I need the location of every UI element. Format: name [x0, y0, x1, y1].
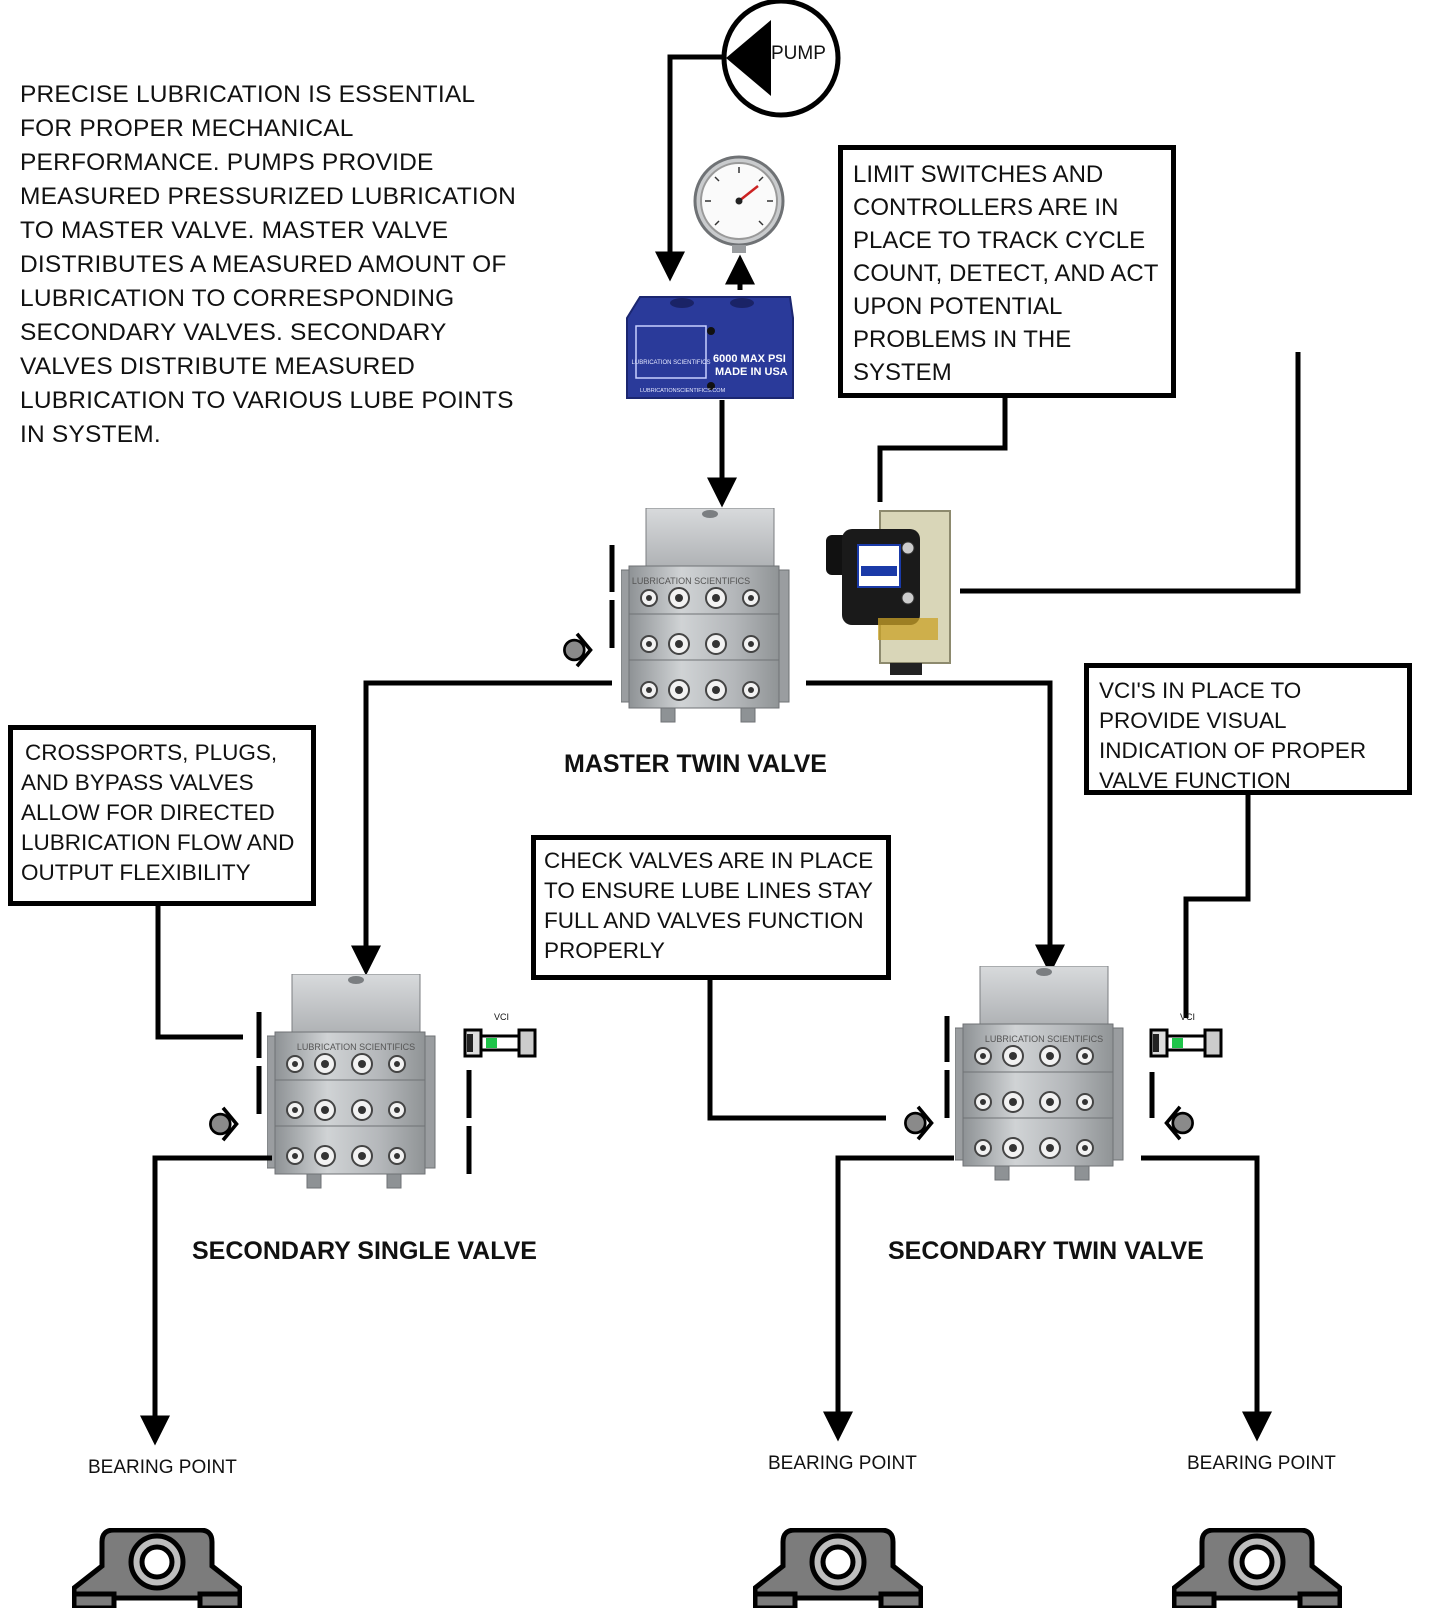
pump-lines	[655, 54, 755, 508]
pressure-gauge-icon	[693, 155, 785, 253]
pump-symbol: PUMP	[721, 0, 841, 118]
secondary-single-valve	[267, 974, 436, 1189]
pump-block-logo-text: LUBRICATION SCIENTIFICS	[632, 360, 711, 366]
secondary-twin-bars	[944, 1016, 1155, 1118]
secondary-twin-check-valve-left-icon	[903, 1105, 934, 1141]
bearing-point-icon-1	[74, 1530, 240, 1608]
check-valve-callout-line	[707, 977, 886, 1121]
pump-to-block-line	[655, 54, 725, 282]
master-output-lines	[351, 680, 1065, 976]
secondary-twin-to-bearing-right-line	[1141, 1155, 1272, 1442]
pump-block: LUBRICATION SCIENTIFICS 6000 MAX PSI MAD…	[626, 296, 794, 399]
limit-switch-lines	[877, 352, 1301, 594]
secondary-single-engraving: LUBRICATION SCIENTIFICS	[297, 1042, 415, 1052]
master-to-secondary-twin-line	[806, 680, 1065, 975]
master-check-valve-icon	[562, 632, 593, 668]
vci-callout: VCI'S IN PLACE TO PROVIDE VISUAL INDICAT…	[1084, 663, 1412, 795]
pump-label: PUMP	[771, 43, 826, 64]
secondary-single-to-bearing-line	[140, 1155, 272, 1446]
pump-block-logo	[635, 325, 707, 379]
check-valve-callout-text: CHECK VALVES ARE IN PLACE TO ENSURE LUBE…	[544, 848, 874, 963]
secondary-single-check-valve-icon	[208, 1106, 239, 1142]
master-to-secondary-single-line	[351, 680, 612, 976]
bearing-point-icon-2	[755, 1530, 921, 1608]
secondary-single-vci-tag: VCI	[494, 1012, 509, 1022]
intro-paragraph: PRECISE LUBRICATION IS ESSENTIAL FOR PRO…	[20, 81, 517, 448]
crossports-callout: CROSSPORTS, PLUGS, AND BYPASS VALVES ALL…	[8, 725, 316, 906]
vci-callout-line	[1183, 792, 1251, 1018]
limit-switch-icon	[826, 510, 951, 675]
check-valve-callout: CHECK VALVES ARE IN PLACE TO ENSURE LUBE…	[531, 835, 891, 980]
secondary-twin-check-valve-right-icon	[1164, 1105, 1195, 1141]
limit-switch-callout-text: LIMIT SWITCHES AND CONTROLLERS ARE IN PL…	[853, 161, 1158, 386]
bearing-point-icon-3	[1174, 1530, 1340, 1608]
master-valve-engraving: LUBRICATION SCIENTIFICS	[632, 576, 750, 586]
secondary-twin-engraving: LUBRICATION SCIENTIFICS	[985, 1034, 1103, 1044]
secondary-twin-valve	[955, 966, 1124, 1181]
vci-callout-text: VCI'S IN PLACE TO PROVIDE VISUAL INDICAT…	[1099, 678, 1367, 793]
secondary-twin-vci-icon	[1149, 1028, 1223, 1058]
secondary-twin-vci-tag: VCI	[1180, 1012, 1195, 1022]
secondary-single-bars	[256, 1012, 472, 1174]
bearing-point-label-2: BEARING POINT	[768, 1453, 917, 1474]
bearing-point-label-1: BEARING POINT	[88, 1457, 237, 1478]
secondary-single-vci-icon	[463, 1028, 537, 1058]
pump-block-psi: 6000 MAX PSI	[713, 353, 786, 365]
master-valve-label: MASTER TWIN VALVE	[564, 750, 827, 778]
pump-block-website: LUBRICATIONSCIENTIFICS.COM	[640, 388, 726, 394]
master-twin-valve	[621, 508, 790, 723]
pump-block-made: MADE IN USA	[715, 366, 788, 378]
bearing-point-label-3: BEARING POINT	[1187, 1453, 1336, 1474]
limit-switch-callout: LIMIT SWITCHES AND CONTROLLERS ARE IN PL…	[838, 145, 1176, 398]
bearing-output-lines	[140, 1155, 1272, 1446]
crossports-callout-text: CROSSPORTS, PLUGS, AND BYPASS VALVES ALL…	[21, 740, 295, 885]
secondary-single-valve-label: SECONDARY SINGLE VALVE	[192, 1237, 537, 1265]
secondary-twin-to-bearing-left-line	[823, 1155, 954, 1442]
secondary-twin-valve-label: SECONDARY TWIN VALVE	[888, 1237, 1204, 1265]
pump-triangle	[726, 20, 771, 96]
crossports-callout-line	[155, 905, 243, 1040]
